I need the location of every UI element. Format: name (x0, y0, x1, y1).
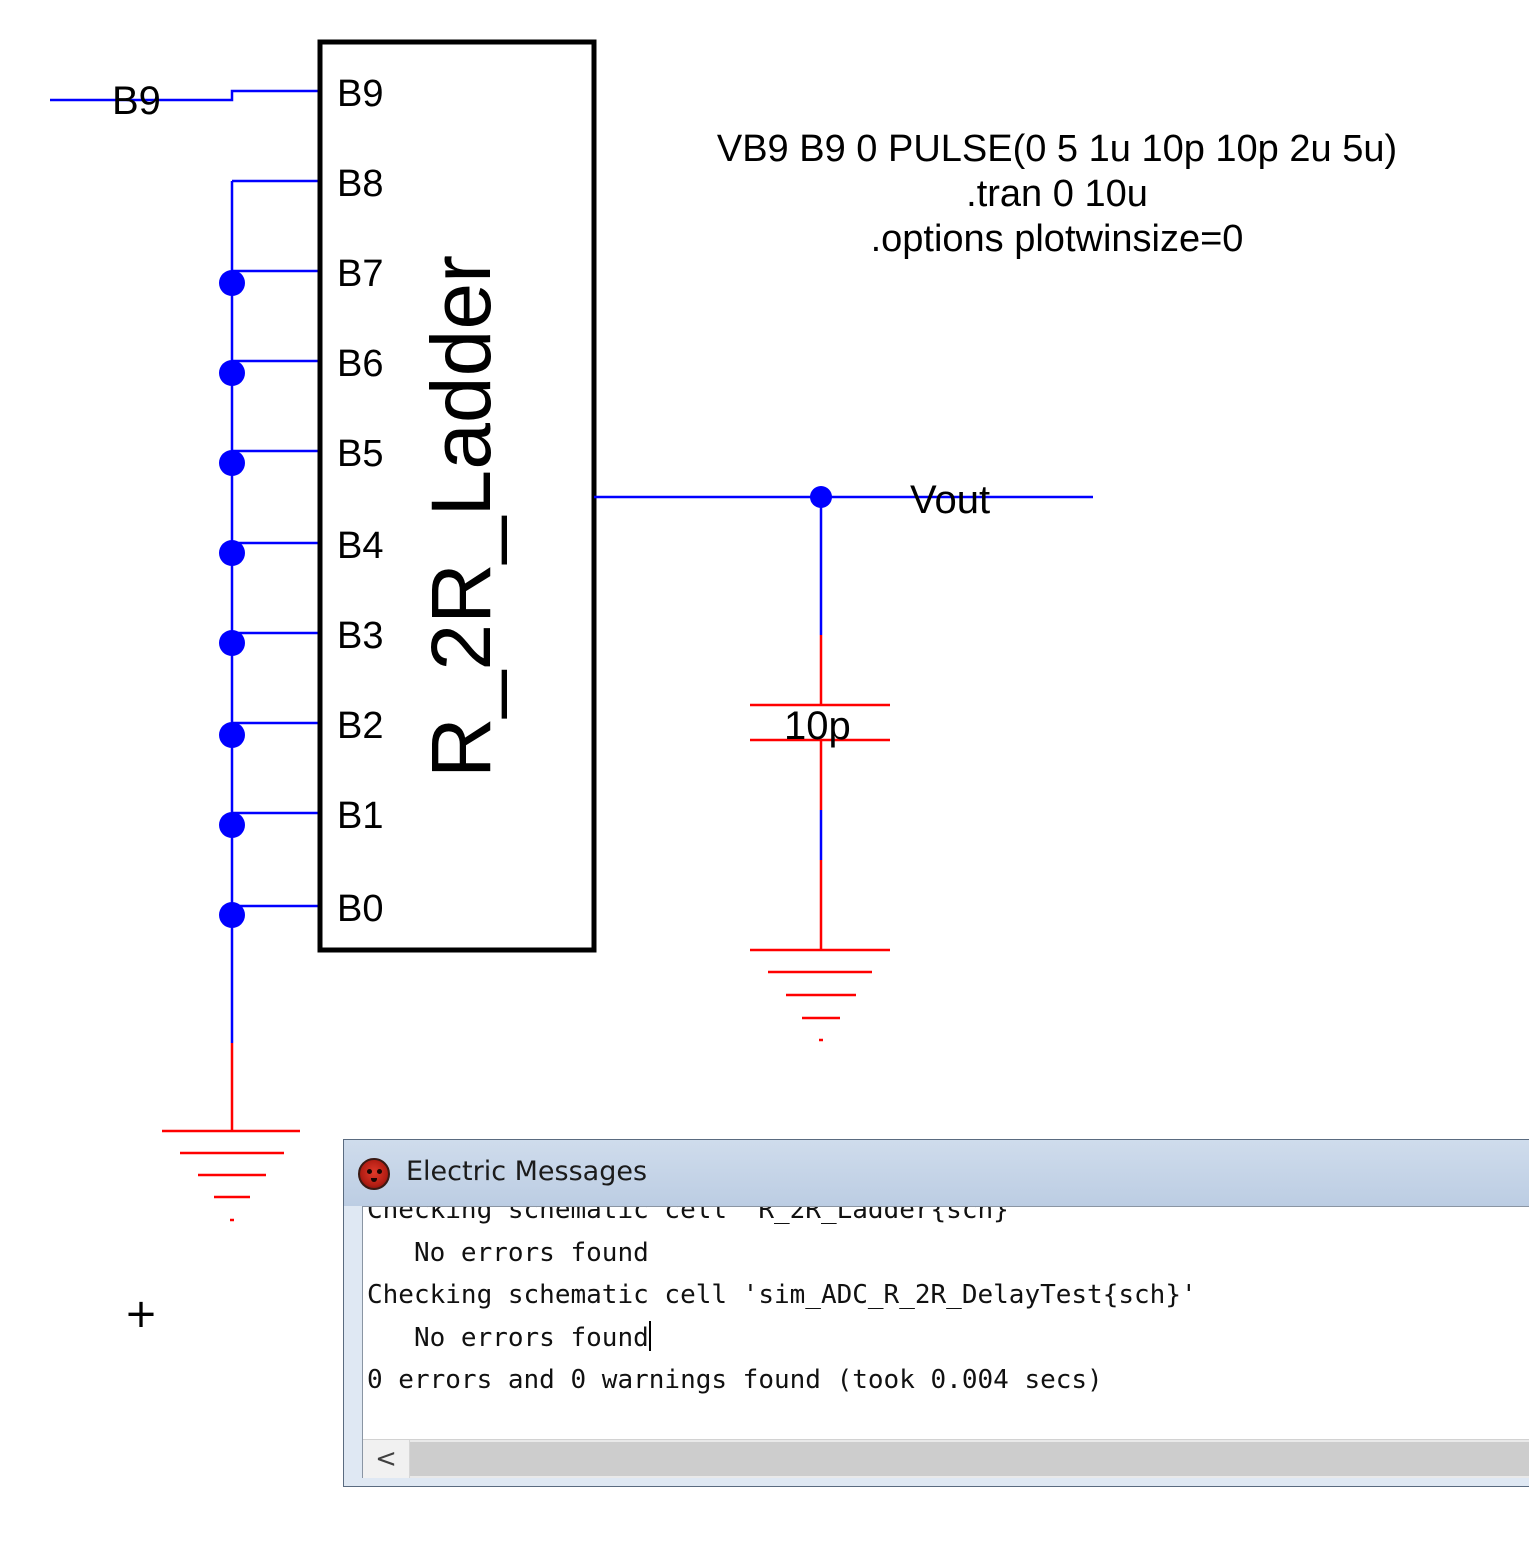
tied-bus-wire[interactable] (230, 179, 322, 1043)
block-name-label: R_2R_Ladder (414, 255, 508, 778)
messages-window[interactable]: Electric Messages Checking schematic cel… (343, 1139, 1529, 1487)
pin-label: B3 (337, 615, 383, 657)
crosshair-cursor-icon: + (124, 1291, 158, 1337)
output-net-label: Vout (910, 478, 990, 522)
scroll-left-arrow-icon[interactable]: < (363, 1440, 410, 1478)
capacitor[interactable] (750, 635, 890, 860)
ground-symbol-left[interactable] (162, 1043, 300, 1222)
pin-label: B0 (337, 888, 383, 930)
log-line: Checking schematic cell 'sim_ADC_R_2R_De… (367, 1280, 1197, 1310)
spice-line: VB9 B9 0 PULSE(0 5 1u 10p 10p 2u 5u) (717, 128, 1397, 170)
pin-label: B2 (337, 705, 383, 747)
log-line: Checking schematic cell 'R_2R_Ladder{sch… (367, 1206, 1025, 1225)
pin-label: B4 (337, 525, 383, 567)
pin-label: B7 (337, 253, 383, 295)
input-net-b9[interactable] (50, 89, 322, 102)
spice-line: .tran 0 10u (966, 173, 1148, 215)
spice-directives[interactable]: VB9 B9 0 PULSE(0 5 1u 10p 10p 2u 5u) .tr… (717, 128, 1397, 260)
pin-labels: B9 B8 B7 B6 B5 B4 B3 B2 B1 B0 (337, 73, 383, 930)
log-line: No errors found (367, 1237, 649, 1268)
log-line: No errors found (367, 1322, 649, 1353)
pin-label: B1 (337, 795, 383, 837)
pin-label: B6 (337, 343, 383, 385)
messages-text-area[interactable]: Checking schematic cell 'R_2R_Ladder{sch… (362, 1206, 1529, 1478)
spice-line: .options plotwinsize=0 (871, 218, 1244, 260)
pin-label: B9 (337, 73, 383, 115)
window-title: Electric Messages (406, 1156, 648, 1187)
log-line: 0 errors and 0 warnings found (took 0.00… (367, 1365, 1103, 1395)
pin-label: B5 (337, 433, 383, 475)
horizontal-scrollbar[interactable]: < (363, 1439, 1529, 1478)
messages-titlebar[interactable]: Electric Messages (344, 1140, 1529, 1206)
text-caret (648, 1320, 651, 1351)
message-log[interactable]: Checking schematic cell 'R_2R_Ladder{sch… (367, 1206, 1529, 1439)
electric-app-icon[interactable] (358, 1158, 390, 1190)
ground-symbol-right[interactable] (750, 860, 890, 1042)
bus-junctions (219, 270, 245, 928)
pin-label: B8 (337, 163, 383, 205)
input-net-label: B9 (112, 79, 161, 123)
output-net-vout[interactable] (594, 486, 1093, 635)
scrollbar-thumb[interactable] (410, 1442, 1529, 1476)
capacitor-value-label: 10p (784, 704, 851, 748)
